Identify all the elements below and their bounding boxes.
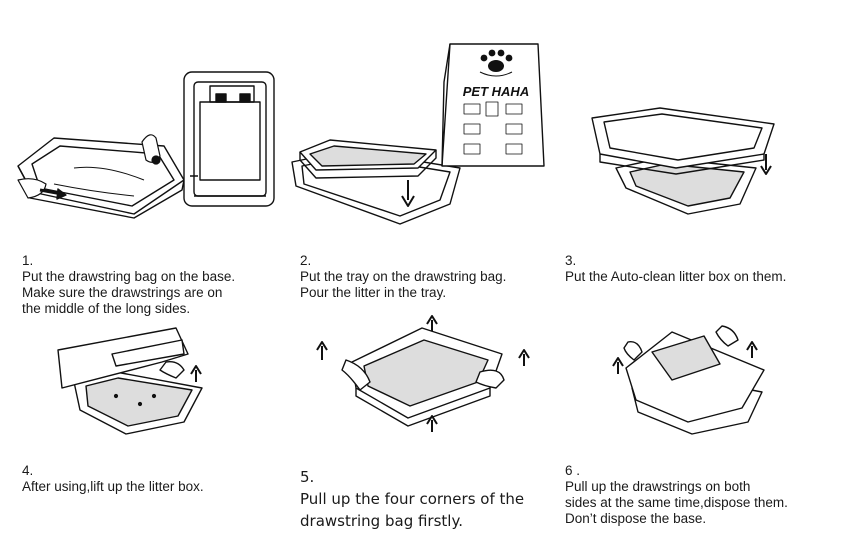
step-4-illustration [56,326,216,436]
step-number: 4. [22,463,34,478]
step-1-caption: 1. Put the drawstring bag on the base. M… [22,237,292,317]
step-number: 6 . [565,463,581,478]
step-number: 5. [300,468,315,486]
arrow-down-icon [402,180,414,206]
arrow-down-icon [761,154,771,174]
step-6-illustration [612,318,776,436]
litter-box [592,108,774,174]
hand-icon [160,362,184,378]
base-with-bag [352,328,502,426]
step-1-illustration [14,68,284,218]
step-text: Put the drawstring bag on the base. Make… [22,269,236,316]
bag-with-tray [626,332,764,422]
step-5-caption: 5. Pull up the four corners of the draws… [300,444,550,532]
tray-side-view [184,72,274,206]
hand-icon [716,326,738,346]
litter-box-lifted [58,328,188,388]
step-text: After using,lift up the litter box. [22,479,204,494]
hand-icon [142,135,160,164]
step-text: Pull up the four corners of the drawstri… [300,490,525,530]
arrow-up-icon [519,350,529,366]
arrow-up-icon [317,342,327,360]
arrow-up-icon [747,342,757,358]
arrow-up-icon [427,316,437,332]
step-number: 3. [565,253,577,268]
step-text: Pull up the drawstrings on both sides at… [565,479,788,526]
step-3-caption: 3. Put the Auto-clean litter box on them… [565,237,845,285]
hand-icon [476,370,504,388]
step-text: Put the Auto-clean litter box on them. [565,269,787,284]
package-illustration: PET HAHA [440,42,550,170]
paw-icon [480,49,513,72]
hand-icon [18,179,46,198]
step-4-caption: 4. After using,lift up the litter box. [22,447,282,495]
step-2-illustration [290,140,470,224]
step-text: Put the tray on the drawstring bag. Pour… [300,269,507,300]
step-6-caption: 6 . Pull up the drawstrings on both side… [565,447,835,527]
step-3-illustration [590,108,780,214]
arrow-up-icon [613,358,623,374]
arrow-up-icon [427,416,437,432]
step-number: 2. [300,253,312,268]
hand-icon [624,342,642,360]
tray-with-litter [74,372,202,434]
step-number: 1. [22,253,34,268]
step-5-illustration [312,316,536,434]
arrow-right-icon [40,189,66,199]
step-2-caption: 2. Put the tray on the drawstring bag. P… [300,237,550,301]
brand-name: PET HAHA [463,84,529,99]
hand-icon [342,360,370,390]
arrow-up-icon [191,366,201,382]
tray [300,140,436,178]
